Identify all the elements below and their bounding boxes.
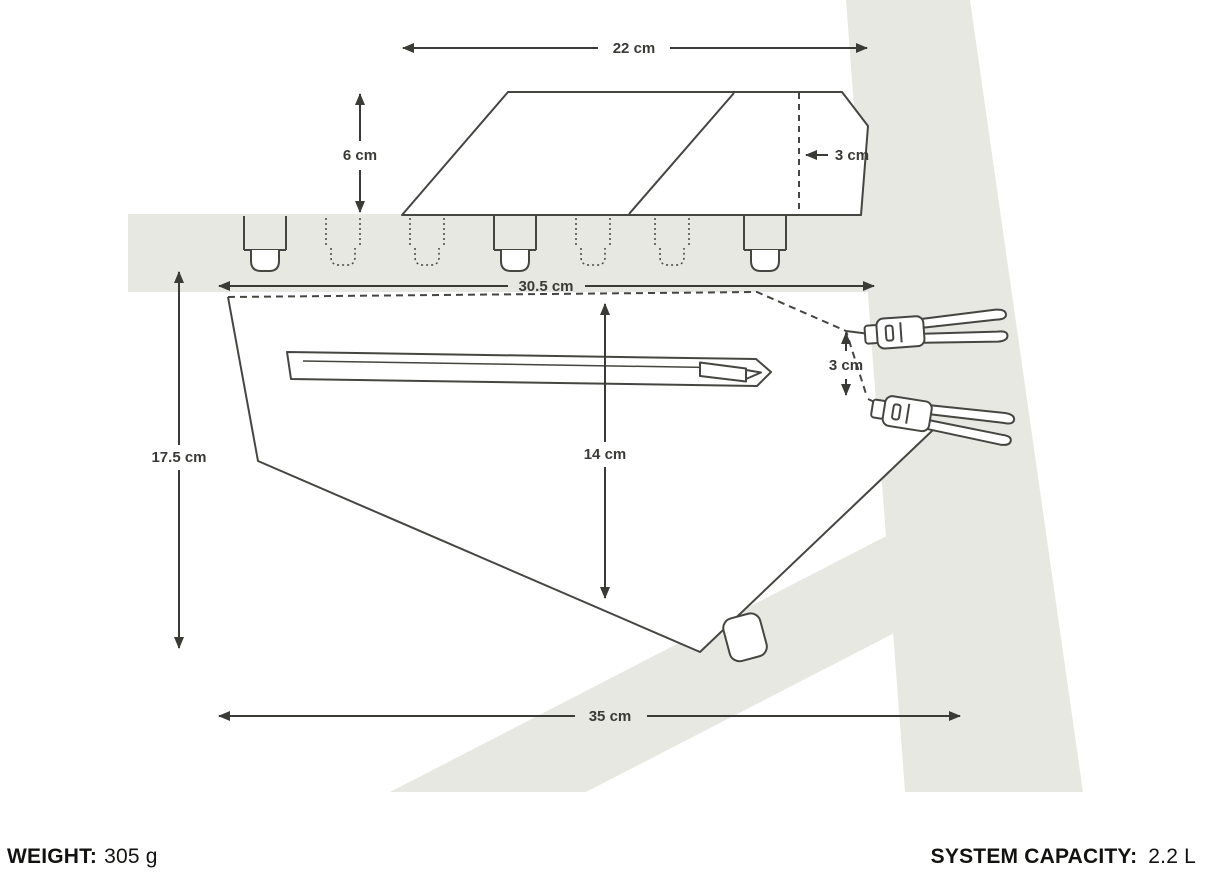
strap-dotted [409,218,445,266]
seat-tube [846,0,1083,792]
bottom-strap [722,612,768,663]
zipper [286,351,772,387]
dimension-frame-pack-top-length: 30.5 cm [218,278,875,295]
weight-spec: WEIGHT: 305 g [7,845,158,869]
dimension-label-6cm: 6 cm [343,147,377,164]
capacity-value: 2.2 L [1148,845,1196,868]
mounting-straps [243,216,787,272]
dimension-label-17-5cm: 17.5 cm [151,449,206,466]
weight-value: 305 g [104,845,158,868]
dimension-label-22cm: 22 cm [613,40,656,57]
dimension-label-30-5cm: 30.5 cm [518,278,573,295]
strap-solid [743,216,787,272]
dimension-label-3cm-top: 3 cm [835,147,869,164]
strap-dotted [654,218,690,266]
strap-dotted [575,218,611,266]
capacity-spec: SYSTEM CAPACITY: 2.2 L [931,845,1196,869]
dimension-frame-pack-mid-height: 14 cm [584,303,627,599]
strap-dotted [325,218,361,266]
zipper-pull-tip [745,369,762,380]
top-tube-pack-outline [401,91,869,216]
top-tube-pack [401,91,869,216]
capacity-label: SYSTEM CAPACITY: [930,845,1138,868]
dimensions: 22 cm 6 cm 3 cm 30.5 cm 3 cm 17.5 cm [151,40,961,725]
dimension-label-14cm: 14 cm [584,446,627,463]
dimension-top-pack-length: 22 cm [402,40,868,57]
strap-solid [493,216,537,272]
top-tube-pack-seam [628,92,735,215]
strap-solid [243,216,287,272]
zipper-pull [699,361,747,383]
dimension-frame-pack-front-height: 17.5 cm [151,271,207,649]
dimension-top-pack-height: 6 cm [343,93,377,213]
dimension-frame-pack-rear-height: 3 cm [829,332,863,396]
dimension-label-3cm-right: 3 cm [829,357,863,374]
dimension-label-35cm: 35 cm [589,708,632,725]
dimension-frame-pack-bottom-length: 35 cm [218,708,961,725]
dimension-top-pack-taper: 3 cm [805,147,869,164]
zipper-track [302,360,742,369]
frame-pack-hidden-edge [227,291,868,398]
weight-label: WEIGHT: [7,845,98,868]
zipper-slot [286,351,772,387]
